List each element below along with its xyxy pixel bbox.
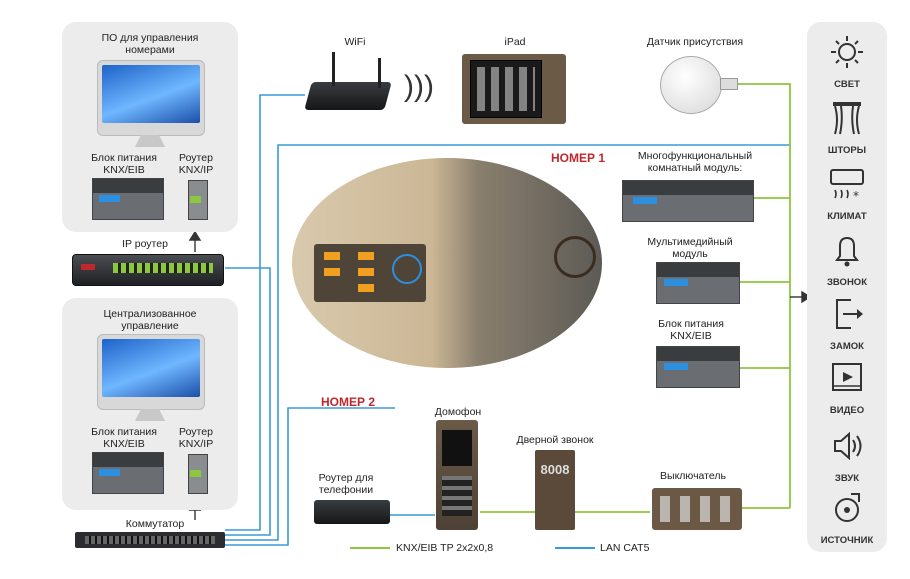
psu-2-module [92, 452, 164, 494]
monitor-1 [97, 60, 205, 136]
ipad-label: iPad [504, 36, 526, 48]
function-curtains-label: ШТОРЫ [827, 145, 867, 156]
presence-sensor-label: Датчик присутствия [646, 36, 744, 48]
function-source: ИСТОЧНИК [807, 488, 887, 546]
room-management-title: ПО для управления номерами [101, 32, 199, 56]
function-climate: * КЛИМАТ [807, 164, 887, 222]
intercom-device [436, 420, 478, 530]
phone-router-label: Роутер для телефонии [318, 472, 374, 496]
monitor-1-stand [135, 135, 165, 147]
room1-label: НОМЕР 1 [550, 151, 605, 165]
function-bell: ЗВОНОК [807, 230, 887, 288]
svg-text:*: * [853, 189, 859, 203]
function-source-label: ИСТОЧНИК [820, 535, 874, 546]
function-video: ВИДЕО [807, 358, 887, 416]
wifi-antenna-right [378, 58, 381, 88]
monitor-2-stand [135, 409, 165, 421]
wifi-label: WiFi [344, 36, 366, 48]
knx-router-1-label: Роутер KNX/IP [178, 152, 214, 176]
psu-right-label: Блок питания KNX/EIB [658, 318, 724, 342]
source-icon [835, 493, 860, 522]
functions-bar: СВЕТ ШТОРЫ * КЛИМАТ ЗВОНОК ЗАМОК ВИДЕО З… [807, 22, 887, 552]
light-icon [831, 36, 863, 68]
room2-label: НОМЕР 2 [320, 395, 375, 409]
psu-1-module [92, 178, 164, 220]
function-lock: ЗАМОК [807, 294, 887, 352]
sound-icon [834, 431, 862, 461]
function-lock-label: ЗАМОК [830, 341, 864, 352]
ipad-device [462, 54, 566, 124]
climate-icon: * [830, 169, 864, 203]
video-icon [832, 363, 862, 391]
network-switch-device [75, 532, 225, 548]
doorbell-device: 8008 [535, 450, 575, 530]
room-photo [292, 158, 602, 368]
psu-right-device [656, 346, 740, 388]
function-light: СВЕТ [807, 32, 887, 90]
legend-knx-label: KNX/EIB TP 2x2x0,8 [396, 542, 494, 554]
multi-room-module-label: Многофункциональный комнатный модуль: [637, 150, 753, 174]
room-control-panel [314, 244, 426, 302]
phone-router-device [314, 500, 390, 524]
curtains-icon [833, 102, 861, 135]
lock-icon [836, 299, 863, 329]
room-mirror [554, 236, 596, 278]
multimedia-module-label: Мультимедийный модуль [647, 236, 733, 260]
doorbell-label: Дверной звонок [516, 434, 594, 446]
multi-room-module-device [622, 180, 754, 222]
ip-router-label: IP роутер [122, 238, 168, 250]
switch-panel-label: Выключатель [660, 470, 726, 482]
presence-sensor-device [660, 56, 722, 114]
multimedia-module-device [656, 262, 740, 304]
bell-icon [835, 236, 859, 267]
intercom-label: Домофон [434, 406, 482, 418]
knx-router-1-module [188, 180, 208, 220]
knx-router-2-module [188, 454, 208, 494]
function-bell-label: ЗВОНОК [826, 277, 867, 288]
ip-router-device [72, 254, 224, 286]
function-sound: ЗВУК [807, 426, 887, 484]
psu-1-label: Блок питания KNX/EIB [91, 152, 157, 176]
monitor-2 [97, 334, 205, 410]
legend-lan-label: LAN CAT5 [600, 542, 650, 554]
wifi-signal-icon: ))) [404, 70, 434, 103]
psu-2-label: Блок питания KNX/EIB [91, 426, 157, 450]
knx-router-2-label: Роутер KNX/IP [178, 426, 214, 450]
switch-panel-device [652, 488, 742, 530]
function-curtains: ШТОРЫ [807, 98, 887, 156]
function-climate-label: КЛИМАТ [827, 211, 867, 222]
switch-label: Коммутатор [125, 518, 185, 530]
wifi-antenna-left [332, 52, 335, 86]
function-sound-label: ЗВУК [834, 473, 860, 484]
doorbell-number: 8008 [540, 462, 570, 477]
function-video-label: ВИДЕО [829, 405, 865, 416]
central-control-title: Централизованное управление [103, 308, 197, 332]
function-light-label: СВЕТ [834, 79, 860, 90]
presence-sensor-bracket [720, 78, 738, 90]
